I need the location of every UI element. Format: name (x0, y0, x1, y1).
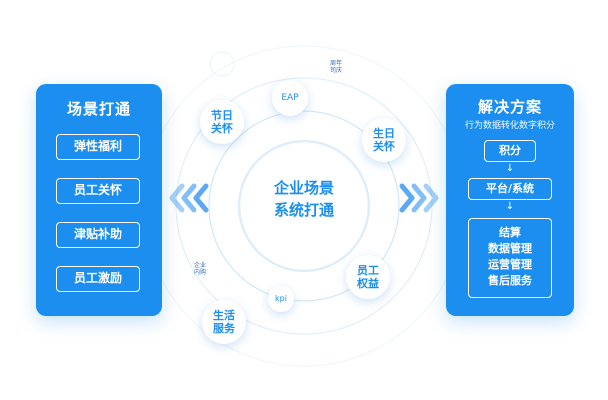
center-line-1: 企业场景 (273, 179, 334, 197)
node-festival-line2: 关怀 (211, 122, 233, 135)
node-birthday-care: 生日 关怀 (362, 118, 406, 162)
arrow-down-icon: ↓ (505, 201, 515, 212)
item-flexible-benefits: 弹性福利 (56, 134, 140, 160)
item-employee-care: 员工关怀 (56, 178, 140, 204)
label-anniversary-line1: 周年 (330, 60, 343, 67)
solution-panel-title: 解决方案 (477, 98, 542, 116)
label-anniversary-line2: 司庆 (330, 67, 343, 74)
op-after-sales: 售后服务 (488, 274, 532, 287)
node-rights-line1: 员工 (357, 264, 379, 277)
solution-panel: 解决方案 行为数据转化数字积分 积分 ↓ 平台/系统 ↓ 结算 数据管理 运营管… (446, 84, 574, 316)
node-kpi-label: kpi (275, 294, 287, 303)
op-settlement: 结算 (499, 226, 521, 239)
node-life-line2: 服务 (213, 322, 235, 335)
node-festival-line1: 节日 (211, 109, 233, 122)
node-rights-line2: 权益 (357, 277, 379, 290)
item-employee-incentive: 员工激励 (56, 266, 140, 292)
arrow-down-icon: ↓ (505, 163, 515, 174)
step-operations: 结算 数据管理 运营管理 售后服务 (468, 218, 552, 298)
chevron-right-icon (399, 183, 439, 213)
node-employee-rights: 员工 权益 (346, 255, 390, 299)
label-internal-line2: 内购 (194, 269, 207, 276)
node-life-service: 生活 服务 (202, 300, 246, 344)
label-internal-line1: 企业 (194, 262, 207, 269)
op-operation-management: 运营管理 (488, 258, 532, 271)
scene-panel-title: 场景打通 (66, 100, 131, 118)
op-data-management: 数据管理 (488, 242, 532, 255)
step-platform: 平台/系统 (468, 178, 552, 200)
node-birthday-line2: 关怀 (373, 140, 395, 153)
label-anniversary: 周年 司庆 (330, 60, 342, 74)
node-festival-care: 节日 关怀 (200, 100, 244, 144)
center-line-2: 系统打通 (273, 201, 334, 219)
node-eap: EAP (272, 80, 308, 116)
item-allowance: 津贴补助 (56, 222, 140, 248)
solution-panel-subtitle: 行为数据转化数字积分 (464, 121, 555, 131)
step-points: 积分 (484, 140, 536, 162)
node-kpi: kpi (268, 286, 294, 312)
node-birthday-line1: 生日 (373, 127, 395, 140)
scene-panel: 场景打通 弹性福利 员工关怀 津贴补助 员工激励 (36, 84, 162, 316)
node-eap-label: EAP (281, 93, 299, 103)
node-life-line1: 生活 (213, 309, 235, 322)
chevron-left-icon (169, 183, 209, 213)
label-internal-purchase: 企业 内购 (194, 262, 206, 276)
center-hub: 企业场景 系统打通 (240, 145, 368, 265)
